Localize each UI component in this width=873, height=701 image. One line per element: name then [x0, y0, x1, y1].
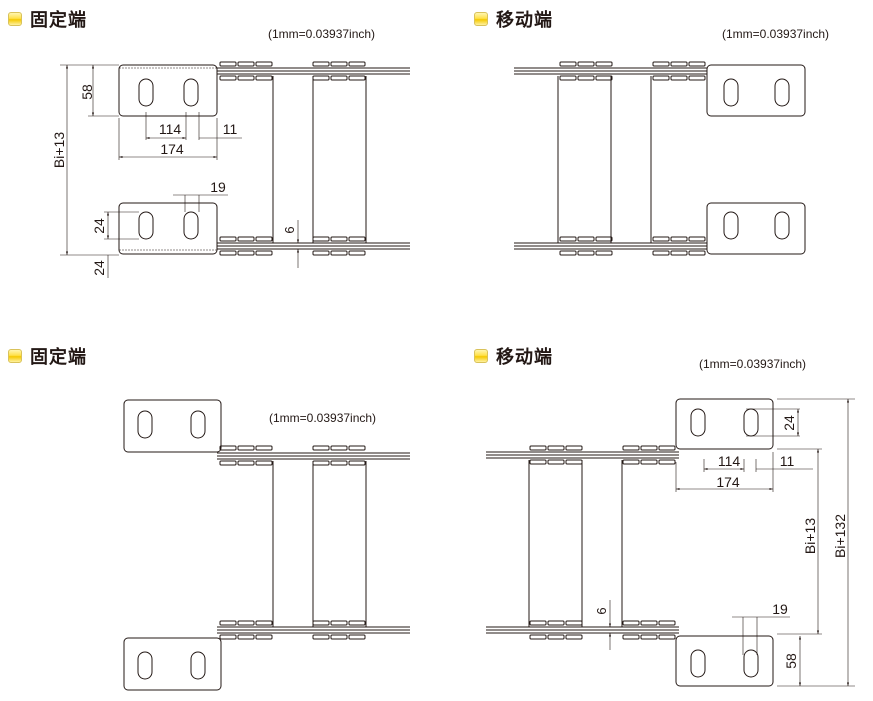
- panel-title-moving-end-bottom: 移动端: [474, 343, 553, 369]
- dim-6: 6: [594, 607, 609, 614]
- title-text: 移动端: [496, 10, 553, 31]
- bullet-square-icon: [474, 349, 488, 363]
- dim-114: 114: [718, 453, 741, 469]
- bullet-square-icon: [8, 12, 22, 26]
- dim-11: 11: [780, 453, 795, 469]
- dim-58: 58: [79, 84, 95, 100]
- dim-174: 174: [716, 474, 740, 490]
- unit-note: (1mm=0.03937inch): [268, 27, 376, 41]
- unit-note: (1mm=0.03937inch): [269, 411, 377, 425]
- dim-bi13: Bi+13: [802, 518, 818, 554]
- dim-24b: 24: [91, 260, 107, 276]
- title-text: 移动端: [496, 347, 553, 368]
- unit-note: (1mm=0.03937inch): [699, 357, 807, 371]
- bullet-square-icon: [8, 349, 22, 363]
- title-text: 固定端: [30, 10, 87, 31]
- panel-title-moving-end-top: 移动端: [474, 6, 553, 32]
- drawing-moving-end-top: [514, 61, 806, 256]
- dim-19: 19: [210, 179, 226, 195]
- bracket-top: [118, 64, 218, 117]
- drawing-moving-end-bottom: [486, 398, 855, 687]
- bracket-bottom: [118, 202, 218, 255]
- bullet-square-icon: [474, 12, 488, 26]
- dim-bi13: Bi+13: [51, 132, 67, 168]
- drawing-fixed-end-bottom: [123, 399, 410, 691]
- dim-174: 174: [160, 141, 184, 157]
- dim-bi132: Bi+132: [832, 514, 848, 558]
- dim-58: 58: [783, 653, 799, 669]
- dim-114: 114: [159, 121, 182, 137]
- unit-note: (1mm=0.03937inch): [722, 27, 830, 41]
- panel-title-fixed-end-top: 固定端: [8, 6, 87, 32]
- drawing-fixed-end-top: [60, 61, 410, 278]
- dim-6: 6: [282, 226, 297, 233]
- dim-11: 11: [223, 121, 238, 137]
- dim-24: 24: [781, 415, 797, 431]
- title-text: 固定端: [30, 347, 87, 368]
- dim-19: 19: [772, 601, 788, 617]
- panel-title-fixed-end-bottom: 固定端: [8, 343, 87, 369]
- dim-24a: 24: [91, 218, 107, 234]
